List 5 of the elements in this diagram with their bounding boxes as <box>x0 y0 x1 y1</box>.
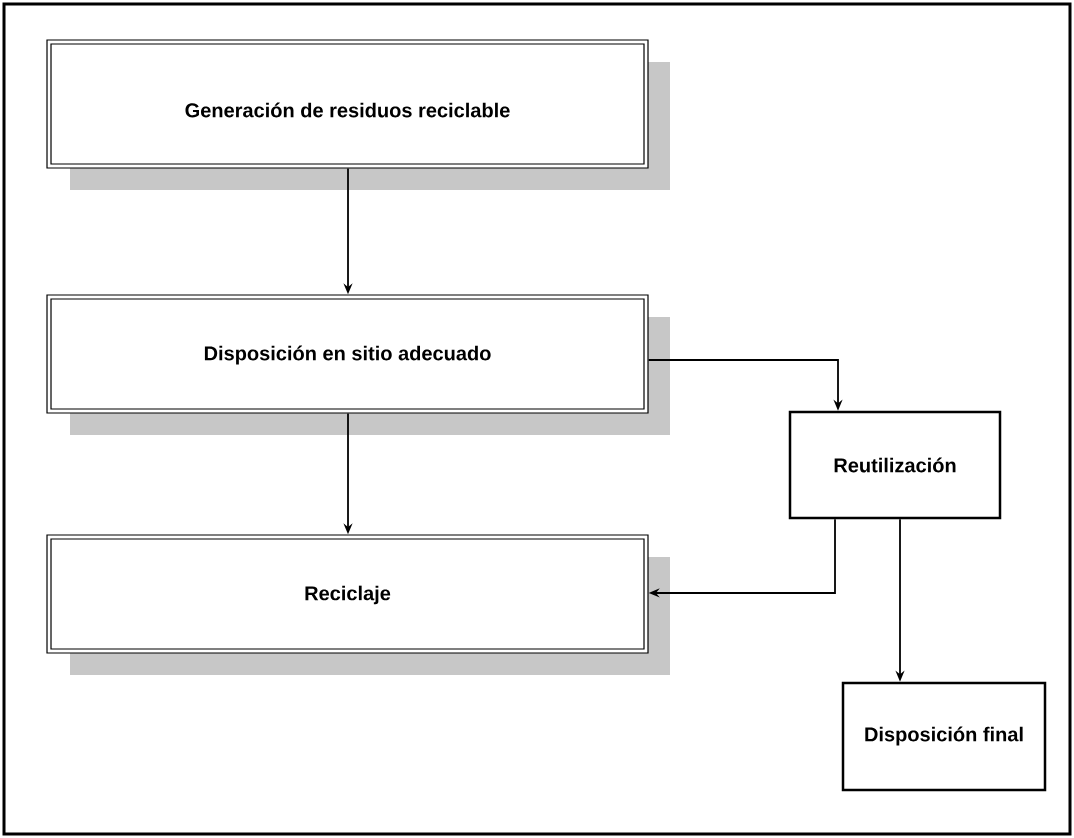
process-box: Disposición en sitio adecuado <box>46 294 670 435</box>
process-box: Reciclaje <box>46 534 670 675</box>
process-box: Disposición final <box>841 681 1047 792</box>
process-box: Reutilización <box>788 410 1002 520</box>
process-box: Generación de residuos reciclable <box>46 39 670 190</box>
